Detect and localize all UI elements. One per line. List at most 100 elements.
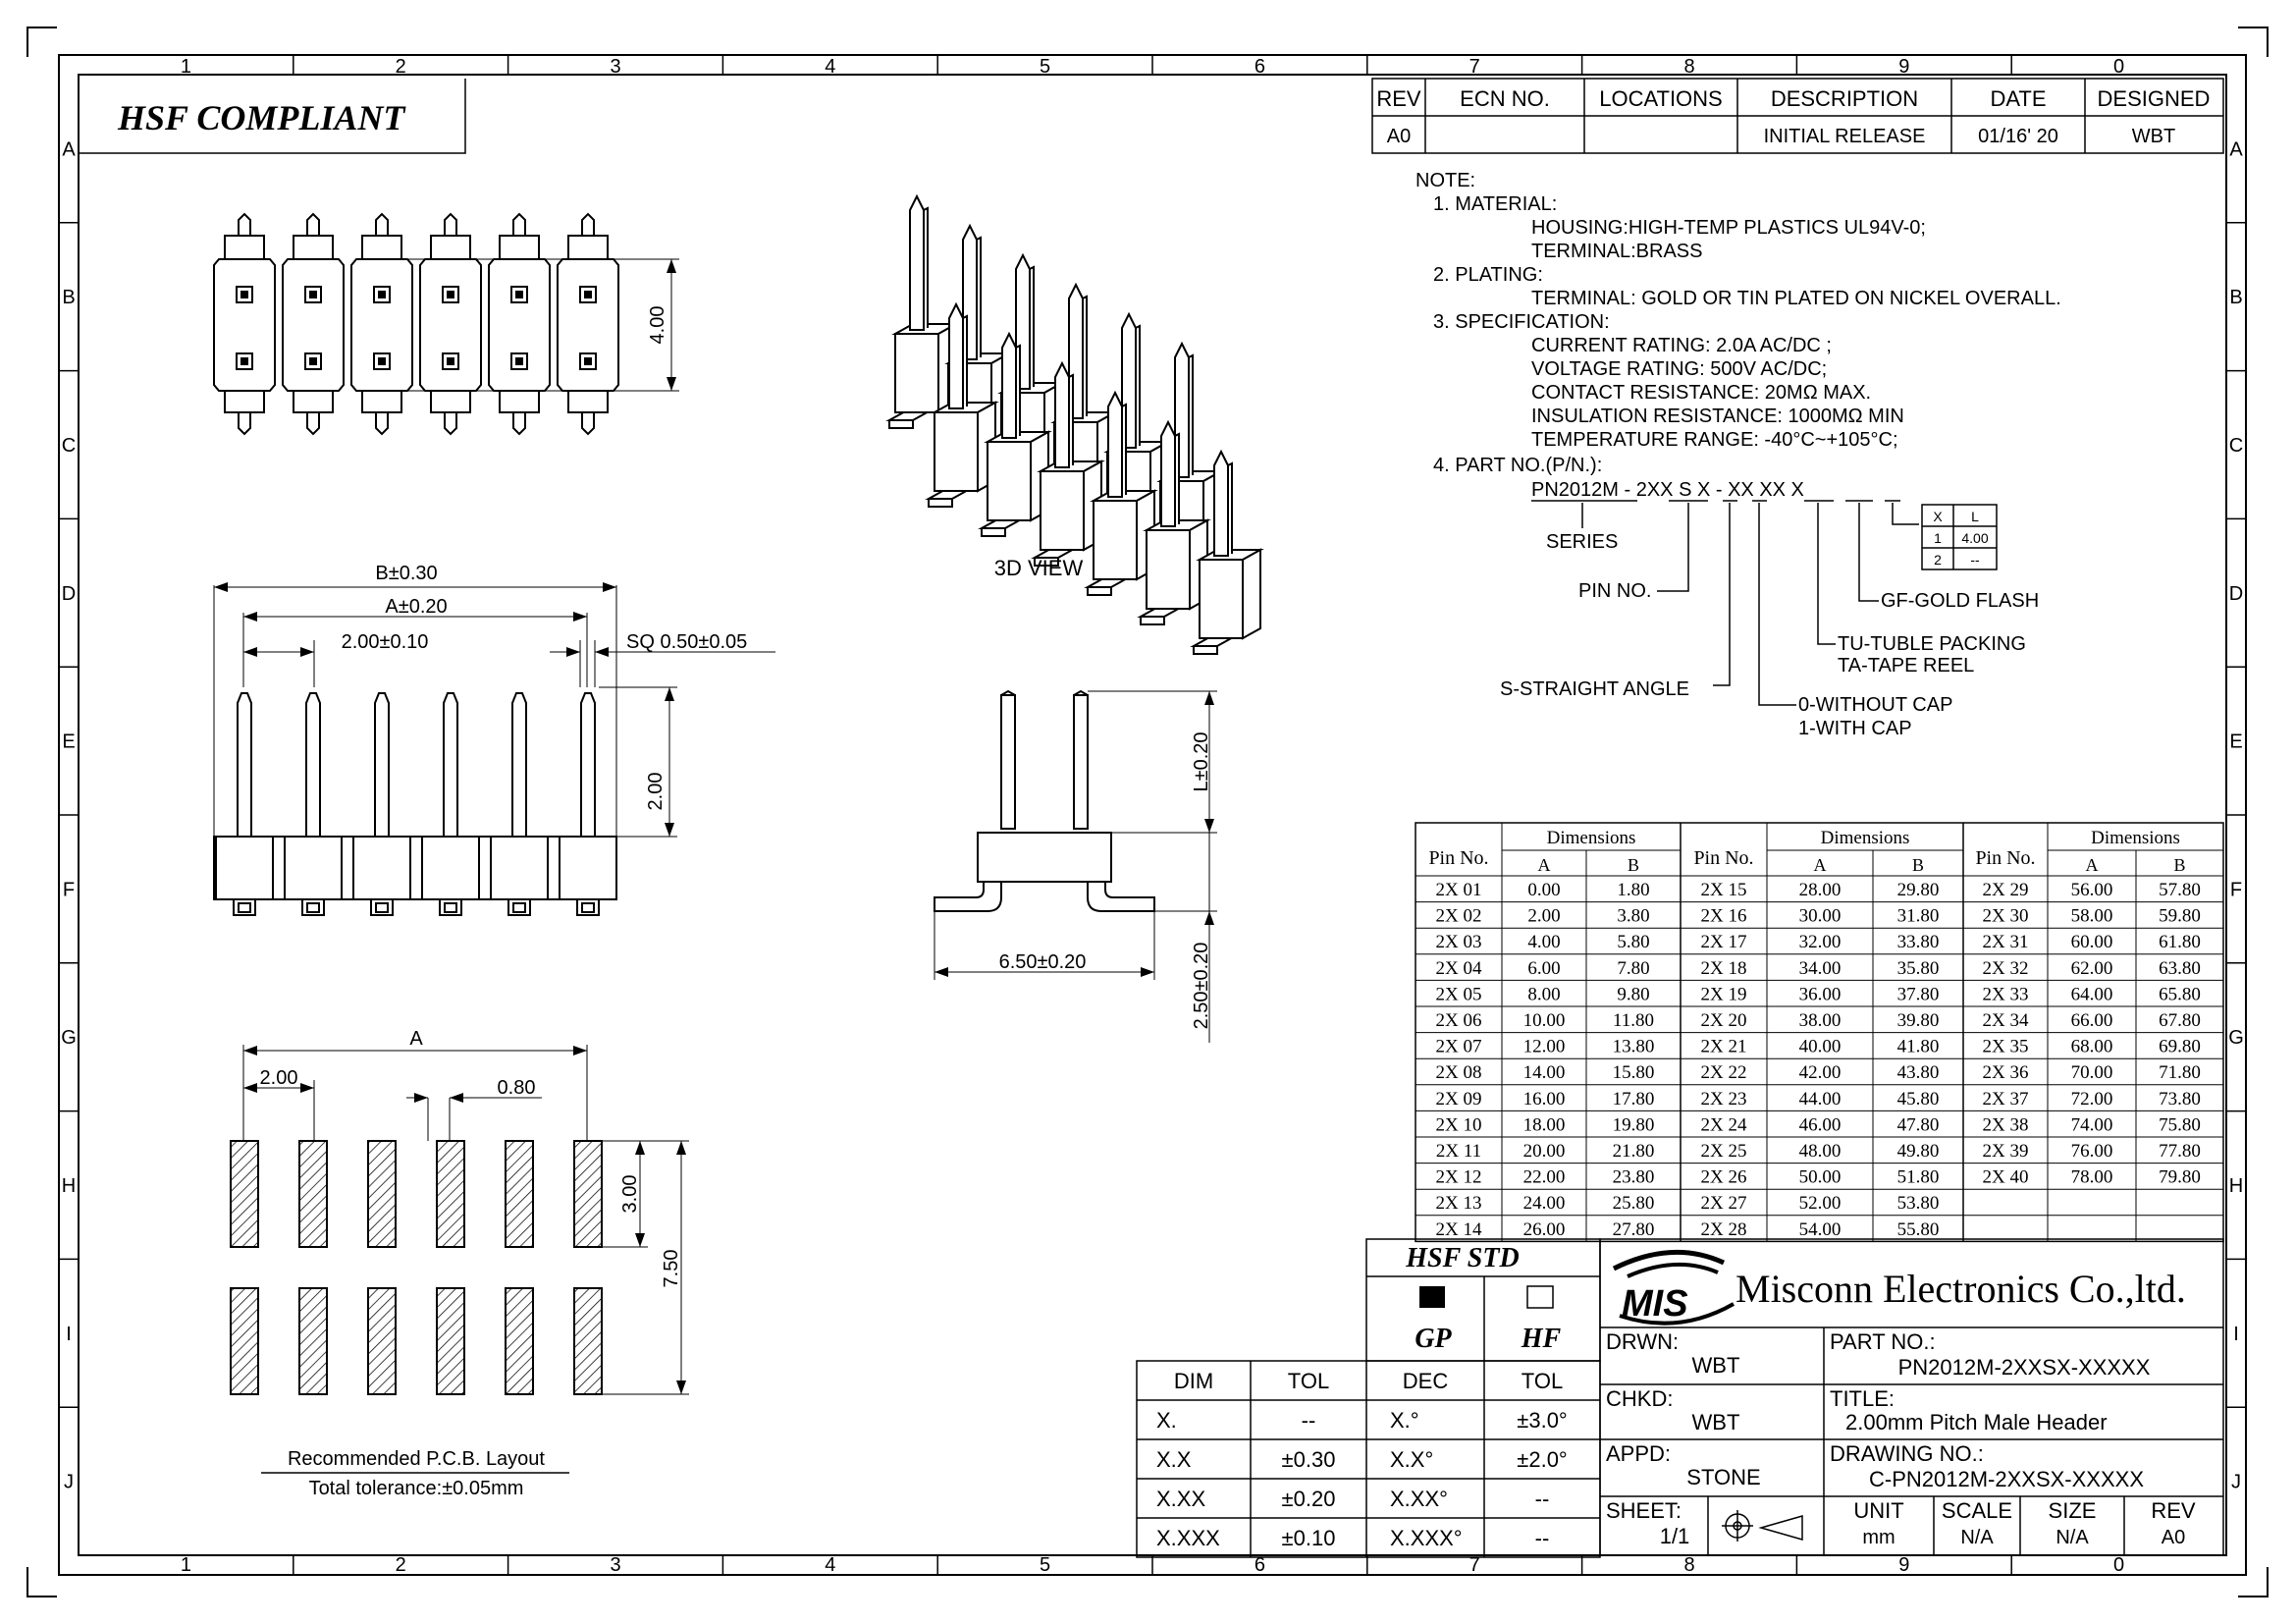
dim-table-cell: 21.80 — [1613, 1141, 1655, 1162]
dim-table-cell: 2X 01 — [1436, 880, 1482, 900]
housing-cell — [421, 836, 480, 900]
dim-table-cell: 2X 08 — [1436, 1062, 1482, 1083]
housing-cell — [352, 836, 411, 900]
notes: NOTE: 1. MATERIAL: HOUSING:HIGH-TEMP PLA… — [1415, 170, 2061, 476]
iso-pin — [1160, 419, 1176, 527]
iso-block-front — [1093, 500, 1138, 580]
unit-label: UNIT — [1853, 1498, 1903, 1523]
front-view-pin — [490, 692, 549, 916]
dim-table-header: Dimensions — [1821, 828, 1910, 848]
hsf-std-title: HSF STD — [1405, 1243, 1519, 1273]
dim-table-cell: 6.00 — [1527, 958, 1560, 979]
dim-table-cell: 19.80 — [1613, 1114, 1655, 1135]
iso-pin-side — [1174, 432, 1180, 526]
unit-value: mm — [1862, 1527, 1895, 1548]
pcb-pad — [298, 1140, 328, 1248]
dim-table-cell: 79.80 — [2159, 1167, 2201, 1188]
dim-table-cell: 39.80 — [1897, 1010, 1940, 1031]
iso-block-front — [1040, 470, 1085, 551]
zone-row-label: E — [2229, 731, 2242, 753]
dim-table-cell: 2X 27 — [1701, 1193, 1747, 1214]
part-code: PN2012M - 2XX S X - XX XX X — [1531, 479, 1804, 501]
housing-cell — [282, 258, 345, 392]
dim-table-cell: 15.80 — [1613, 1062, 1655, 1083]
length-table-cell: X — [1933, 509, 1943, 524]
zone-column-label: 0 — [2113, 1554, 2124, 1576]
gf-label: GF-GOLD FLASH — [1881, 590, 2039, 612]
dim-table-cell: 2X 05 — [1436, 984, 1482, 1004]
part-code-diagram: PN2012M - 2XX S X - XX XX X SERIES PIN N… — [1500, 479, 2039, 739]
dim-table-cell: 40.00 — [1799, 1037, 1842, 1057]
zone-row-label: A — [2229, 138, 2243, 160]
tol-table-cell: -- — [1535, 1526, 1550, 1550]
length-table: X L 1 4.00 2 -- — [1921, 504, 1998, 570]
hf-checkbox-empty — [1526, 1285, 1554, 1309]
dim-table-cell: 4.00 — [1527, 932, 1560, 952]
zone-column-label: 5 — [1040, 56, 1050, 78]
dim-table-cell: 2X 40 — [1983, 1167, 2029, 1188]
housing-top — [499, 235, 540, 260]
dim-table-cell: 53.80 — [1897, 1193, 1940, 1214]
dim-table-cell: 63.80 — [2159, 958, 2201, 979]
pin-body — [580, 692, 596, 837]
zone-row-label: B — [2229, 287, 2242, 308]
dim-table-cell: 2X 33 — [1983, 984, 2029, 1004]
pin-square — [510, 286, 528, 303]
tu-label: TU-TUBLE PACKING — [1838, 633, 2026, 655]
top-view-pin-unit — [419, 212, 482, 436]
housing-cell — [215, 836, 274, 900]
part-no-label: PART NO.: — [1830, 1329, 1936, 1354]
pin-foot — [233, 898, 256, 916]
pcb-total-height-label: 7.50 — [661, 1250, 682, 1288]
iso-pin-unit — [978, 331, 1052, 537]
scale-value: N/A — [1960, 1527, 1994, 1548]
hsf-std-block: HSF STD GP HF — [1365, 1238, 1601, 1362]
dim-table-cell: 55.80 — [1897, 1219, 1940, 1240]
tol-table-cell: X.X° — [1390, 1447, 1433, 1472]
dim-table-cell: 2X 36 — [1983, 1062, 2029, 1083]
part-no-value: PN2012M-2XXSX-XXXXX — [1898, 1355, 2151, 1380]
pin-square — [579, 286, 597, 303]
dim-table-cell: 51.80 — [1897, 1167, 1940, 1188]
dim-table-cell: 68.00 — [2071, 1037, 2113, 1057]
dim-table-cell: 2X 19 — [1701, 984, 1747, 1004]
gp-checkbox-filled — [1419, 1286, 1445, 1308]
tol-table-cell: -- — [1535, 1487, 1550, 1511]
pin-square-inner — [309, 357, 317, 365]
pin-square — [304, 352, 322, 370]
size-value: N/A — [2056, 1527, 2089, 1548]
housing-bottom — [293, 390, 334, 413]
length-table-cell: 1 — [1934, 530, 1942, 546]
front-view-pin — [215, 692, 274, 916]
dim-table-cell: 34.00 — [1799, 958, 1842, 979]
housing-top — [567, 235, 609, 260]
iso-pin-side — [1015, 344, 1021, 438]
iso-pin-side — [1068, 373, 1074, 467]
dim-table-cell: 2X 02 — [1436, 906, 1482, 927]
housing-cell — [557, 258, 619, 392]
zone-column-label: 2 — [396, 56, 406, 78]
dim-table-header: B — [2173, 855, 2185, 875]
dim-table-cell: 2X 09 — [1436, 1089, 1482, 1110]
dim-table-cell: 11.80 — [1613, 1010, 1654, 1031]
front-view — [213, 582, 775, 916]
top-view-pin-unit — [488, 212, 551, 436]
pin-height-dim: 2.00 — [645, 773, 667, 811]
pcb-layout-title: Recommended P.C.B. Layout — [288, 1448, 545, 1470]
pin-square-inner — [378, 291, 386, 298]
housing-cell — [559, 836, 617, 900]
tol-table-cell: ±0.20 — [1282, 1487, 1336, 1511]
appd-value: STONE — [1686, 1465, 1760, 1489]
pin-body — [237, 692, 252, 837]
zone-column-label: 5 — [1040, 1554, 1050, 1576]
front-view-pin — [284, 692, 343, 916]
designed-value: WBT — [2132, 126, 2175, 147]
pin-square — [236, 352, 253, 370]
ta-label: TA-TAPE REEL — [1838, 655, 1974, 677]
dim-table-cell: 25.80 — [1613, 1193, 1655, 1214]
note-line: CURRENT RATING: 2.0A AC/DC ; — [1531, 335, 1832, 356]
iso-pin-side — [1135, 324, 1141, 448]
pin-tip — [375, 212, 389, 237]
dim-table-cell: 2X 14 — [1436, 1219, 1482, 1240]
